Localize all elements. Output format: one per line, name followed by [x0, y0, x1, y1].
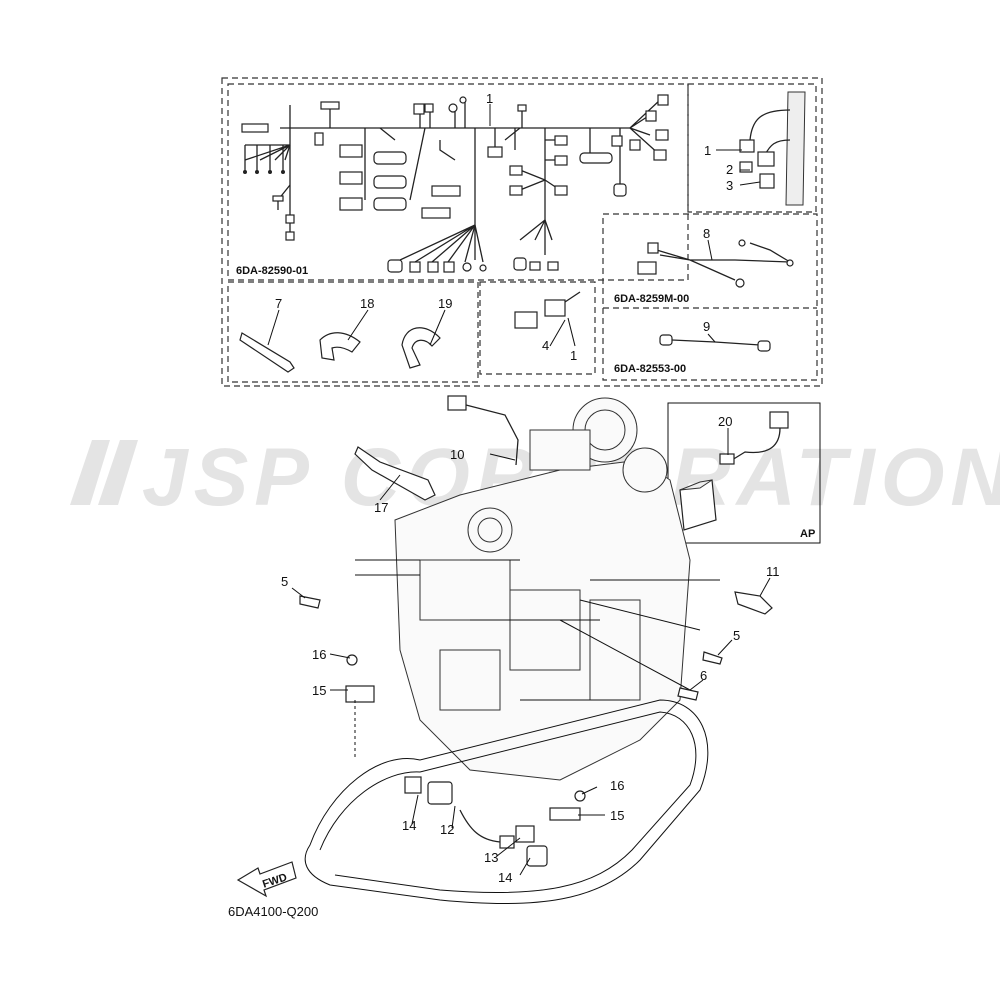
engine-block [355, 397, 720, 781]
harness-kit-box [221, 77, 823, 387]
sensor-inset-parts [739, 91, 806, 206]
callout-6: 6 [700, 668, 707, 683]
callout-8: 8 [703, 226, 710, 241]
callout-15-left: 15 [312, 683, 326, 698]
ap-label: AP [800, 528, 815, 540]
callout-13: 13 [484, 850, 498, 865]
sensor-17 [354, 446, 436, 501]
kit-code-8: 6DA-8259M-00 [614, 293, 689, 305]
callout-1-main: 1 [486, 91, 493, 106]
kit-code-main: 6DA-82590-01 [236, 265, 308, 277]
kit-code-9: 6DA-82553-00 [614, 363, 686, 375]
harness-9 [659, 334, 771, 352]
main-wire-harness [241, 94, 669, 273]
harness-8 [637, 239, 794, 288]
callout-15-right: 15 [610, 808, 624, 823]
callout-18: 18 [360, 296, 374, 311]
callout-14-left: 14 [402, 818, 416, 833]
callout-11: 11 [766, 564, 780, 579]
callout-20: 20 [718, 414, 732, 429]
callout-16-left: 16 [312, 647, 326, 662]
callout-1-relay: 1 [570, 348, 577, 363]
callout-5-right: 5 [733, 628, 740, 643]
callout-9: 9 [703, 319, 710, 334]
cable-tie [239, 332, 295, 373]
sensor-10 [447, 395, 519, 466]
callout-5-left: 5 [281, 574, 288, 589]
callout-14-bottom: 14 [498, 870, 512, 885]
holder-19 [401, 327, 441, 369]
connector-12 [459, 809, 515, 849]
bottom-cowling [304, 685, 709, 905]
callout-12: 12 [440, 822, 454, 837]
callout-1-inset: 1 [704, 143, 711, 158]
callout-3: 3 [726, 178, 733, 193]
callout-17: 17 [374, 500, 388, 515]
sensor-11 [734, 591, 773, 615]
callout-2: 2 [726, 162, 733, 177]
callout-7: 7 [275, 296, 282, 311]
callout-4: 4 [542, 338, 549, 353]
holder-18 [319, 332, 361, 361]
relay-part [514, 291, 581, 329]
leader-lines [267, 149, 771, 876]
ap-box [667, 402, 821, 544]
callout-19: 19 [438, 296, 452, 311]
callout-16-right: 16 [610, 778, 624, 793]
callout-10: 10 [450, 447, 464, 462]
fwd-arrow: FWD [236, 861, 297, 898]
figure-code: 6DA4100-Q200 [228, 904, 318, 919]
